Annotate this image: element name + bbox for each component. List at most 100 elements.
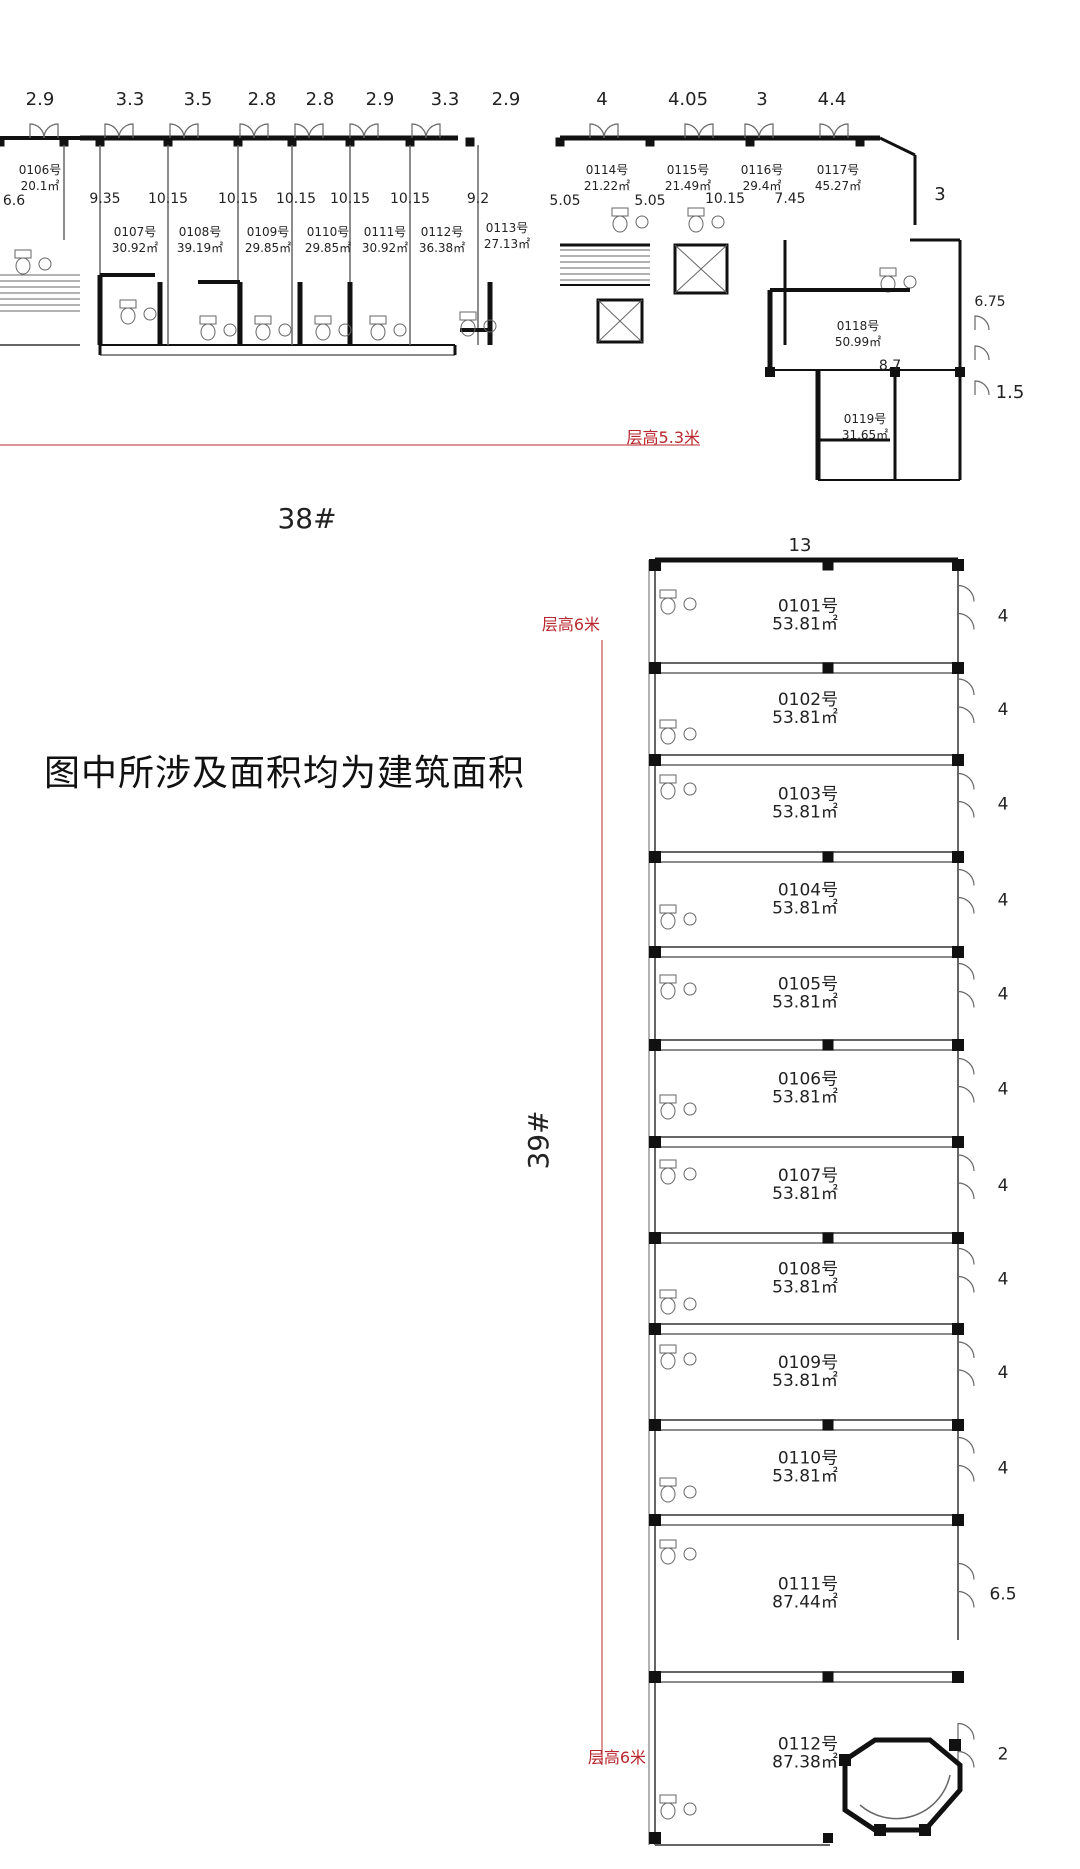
column xyxy=(952,946,964,958)
depth-dimension-label: 6.6 xyxy=(3,193,25,209)
top-dimension-label: 4.05 xyxy=(668,89,708,110)
unit-number-label: 0101号 xyxy=(778,597,838,617)
depth-dimension-label: 10.15 xyxy=(218,191,258,207)
unit-area-label: 53.81㎡ xyxy=(772,615,838,635)
top-dimension-label: 3.5 xyxy=(184,89,213,110)
unit-area-label: 29.85㎡ xyxy=(245,241,291,255)
column xyxy=(765,367,775,377)
column xyxy=(465,137,475,147)
unit-area-label: 53.81㎡ xyxy=(772,1467,838,1487)
door-swing-icon xyxy=(974,345,990,361)
depth-dimension-label: 9.35 xyxy=(89,191,120,207)
column xyxy=(645,137,655,147)
door-swing-icon xyxy=(957,1085,975,1103)
height-note-top: 层高6米 xyxy=(542,615,600,634)
toilet-tank xyxy=(14,249,32,259)
toilet-tank xyxy=(611,207,629,217)
unit-number-label: 0115号 xyxy=(667,163,710,177)
washbasin xyxy=(683,1102,697,1116)
toilet-tank xyxy=(879,267,897,277)
top-dimension-label: 3.3 xyxy=(116,89,145,110)
column xyxy=(822,662,834,674)
toilet-tank xyxy=(659,1477,677,1487)
toilet-bowl xyxy=(255,323,271,341)
door-swing-icon xyxy=(758,123,774,139)
column xyxy=(952,1232,964,1244)
column xyxy=(163,137,173,147)
column xyxy=(955,367,965,377)
unit-area-label: 87.44㎡ xyxy=(772,1593,838,1613)
toilet-bowl xyxy=(660,597,676,615)
column xyxy=(649,662,661,674)
toilet-icon xyxy=(659,1539,697,1565)
column xyxy=(649,851,661,863)
column xyxy=(919,1824,931,1836)
side-dimension-label: 8.7 xyxy=(879,358,901,374)
column xyxy=(745,137,755,147)
column xyxy=(952,851,964,863)
unit-area-label: 20.1㎡ xyxy=(21,179,60,193)
column xyxy=(555,137,565,147)
toilet-tank xyxy=(199,315,217,325)
unit-number-label: 0103号 xyxy=(778,785,838,805)
column xyxy=(649,1232,661,1244)
top-dimension-label: 2.9 xyxy=(366,89,395,110)
column xyxy=(874,1824,886,1836)
toilet-bowl xyxy=(612,215,628,233)
door-swing-icon xyxy=(957,868,975,886)
unit-area-label: 21.49㎡ xyxy=(665,179,711,193)
unit-dimension-label: 4 xyxy=(998,795,1009,815)
unit-area-label: 53.81㎡ xyxy=(772,899,838,919)
toilet-tank xyxy=(659,1539,677,1549)
toilet-bowl xyxy=(660,727,676,745)
unit-number-label: 0104号 xyxy=(778,881,838,901)
door-swing-icon xyxy=(957,1341,975,1359)
column xyxy=(952,1039,964,1051)
toilet-icon xyxy=(14,249,52,275)
area-note: 图中所涉及面积均为建筑面积 xyxy=(44,753,526,794)
unit-number-label: 0105号 xyxy=(778,975,838,995)
toilet-bowl xyxy=(660,782,676,800)
depth-dimension-label: 5.05 xyxy=(549,193,580,209)
door-swing-icon xyxy=(363,123,379,139)
column xyxy=(952,662,964,674)
height-note-bottom: 层高6米 xyxy=(588,1748,646,1767)
unit-number-label: 0109号 xyxy=(247,225,290,239)
unit-number-label: 0113号 xyxy=(486,221,529,235)
washbasin xyxy=(683,1547,697,1561)
bay-window-wall xyxy=(842,1737,963,1833)
elevator-box xyxy=(673,243,729,295)
column xyxy=(822,1419,834,1431)
toilet-bowl xyxy=(315,323,331,341)
toilet-icon xyxy=(659,904,697,930)
column xyxy=(952,1514,964,1526)
toilet-tank xyxy=(659,1344,677,1354)
unit-dimension-label: 4 xyxy=(998,1363,1009,1383)
unit-number-label: 0111号 xyxy=(778,1575,838,1595)
column xyxy=(822,851,834,863)
unit-number-label: 0108号 xyxy=(778,1260,838,1280)
toilet-bowl xyxy=(660,982,676,1000)
door-swing-icon xyxy=(957,1464,975,1482)
door-swing-icon xyxy=(957,1057,975,1075)
door-swing-icon xyxy=(957,1247,975,1265)
washbasin xyxy=(278,323,292,337)
depth-dimension-label: 9.2 xyxy=(467,191,489,207)
unit-dimension-label: 6.5 xyxy=(989,1585,1016,1605)
unit-dimension-label: 4 xyxy=(998,607,1009,627)
toilet-icon xyxy=(611,207,649,233)
column xyxy=(952,1419,964,1431)
unit-number-label: 0116号 xyxy=(741,163,784,177)
unit-area-label: 53.81㎡ xyxy=(772,708,838,728)
toilet-bowl xyxy=(660,1485,676,1503)
unit-number-label: 0118号 xyxy=(837,319,880,333)
unit-number-label: 0114号 xyxy=(586,163,629,177)
unit-area-label: 36.38㎡ xyxy=(419,241,465,255)
top-dimension-label: 2.8 xyxy=(306,89,335,110)
door-swing-icon xyxy=(957,1154,975,1172)
unit-dimension-label: 4 xyxy=(998,1459,1009,1479)
washbasin xyxy=(683,1297,697,1311)
column xyxy=(649,1039,661,1051)
unit-number-label: 0109号 xyxy=(778,1353,838,1373)
unit-dimension-label: 4 xyxy=(998,1080,1009,1100)
